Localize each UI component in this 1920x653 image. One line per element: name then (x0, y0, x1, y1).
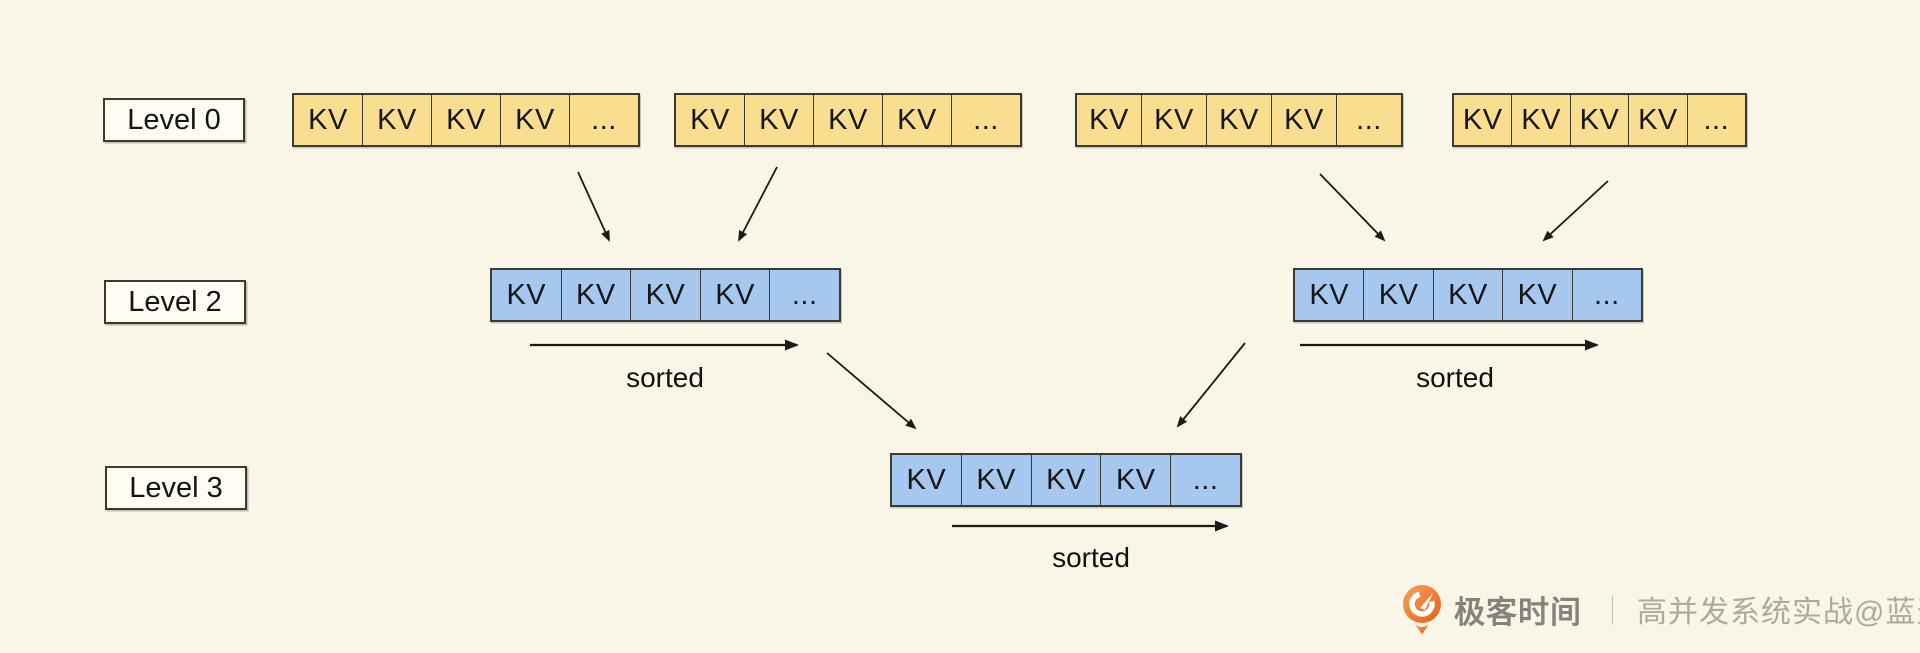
kv-cell: KV (1101, 455, 1172, 505)
sorted-label-l2-left: sorted (626, 362, 704, 393)
merge-arrow-l0c-to-l2right (1319, 173, 1386, 242)
kv-cell: KV (676, 95, 745, 145)
kv-cell: KV (1434, 270, 1504, 320)
ellipsis-cell: ... (1593, 278, 1620, 311)
kv-cell: KV (562, 270, 632, 320)
level-3-label: Level 3 (105, 466, 247, 510)
merge-arrow-l0a-to-l2left (577, 171, 610, 242)
watermark-credit-text: 高并发系统实战@蓝天 (1637, 596, 1920, 629)
level-0-label: Level 0 (103, 98, 245, 142)
kv-cell: KV (1142, 95, 1207, 145)
watermark-brand-text: 极客时间 (1454, 594, 1582, 630)
kv-cell: KV (1364, 270, 1434, 320)
kv-cell: KV (1032, 455, 1102, 505)
kv-cell: KV (1629, 95, 1688, 145)
kv-cell: KV (1512, 95, 1571, 145)
kv-cell: KV (1077, 95, 1142, 145)
kv-cell: KV (363, 95, 432, 145)
kv-cell: KV (814, 95, 883, 145)
kv-cell: KV (492, 270, 562, 320)
sorted-label-l2-right: sorted (1416, 362, 1494, 393)
watermark-divider: ｜ (1598, 596, 1628, 628)
merge-arrow-l0b-to-l2left (738, 166, 778, 242)
level-2-label-text: Level 2 (128, 285, 222, 318)
kv-cell: KV (631, 270, 701, 320)
kv-cell: KV (962, 455, 1032, 505)
kv-cell: KV (883, 95, 952, 145)
sorted-label-l3: sorted (1052, 542, 1130, 573)
watermark: 极客时间 ｜ 高并发系统实战@蓝天 (1400, 584, 1920, 634)
ellipsis-cell: ... (591, 103, 617, 136)
ellipsis-cell: ... (1356, 103, 1382, 136)
ellipsis-cell: ... (1192, 463, 1219, 496)
level-2-label: Level 2 (104, 280, 246, 324)
kv-cell: KV (432, 95, 501, 145)
kv-cell: KV (892, 455, 962, 505)
kv-cell: KV (745, 95, 814, 145)
kv-cell: KV (1207, 95, 1272, 145)
ellipsis-cell: ... (973, 103, 999, 136)
kv-cell: KV (501, 95, 570, 145)
level-3-label-text: Level 3 (129, 471, 223, 504)
kv-cell: KV (294, 95, 363, 145)
kv-cell: KV (1295, 270, 1365, 320)
merge-arrow-l0d-to-l2right (1542, 180, 1609, 242)
kv-cell: KV (1272, 95, 1337, 145)
ellipsis-cell: ... (791, 278, 818, 311)
level-0-label-text: Level 0 (127, 103, 221, 136)
merge-arrow-l2left-to-l3 (826, 352, 917, 430)
geektime-logo-icon (1403, 585, 1441, 634)
kv-cell: KV (1503, 270, 1573, 320)
kv-cell: KV (1571, 95, 1630, 145)
kv-cell: KV (701, 270, 771, 320)
ellipsis-cell: ... (1703, 103, 1730, 136)
merge-arrow-l2right-to-l3 (1176, 342, 1246, 428)
kv-cell: KV (1454, 95, 1513, 145)
